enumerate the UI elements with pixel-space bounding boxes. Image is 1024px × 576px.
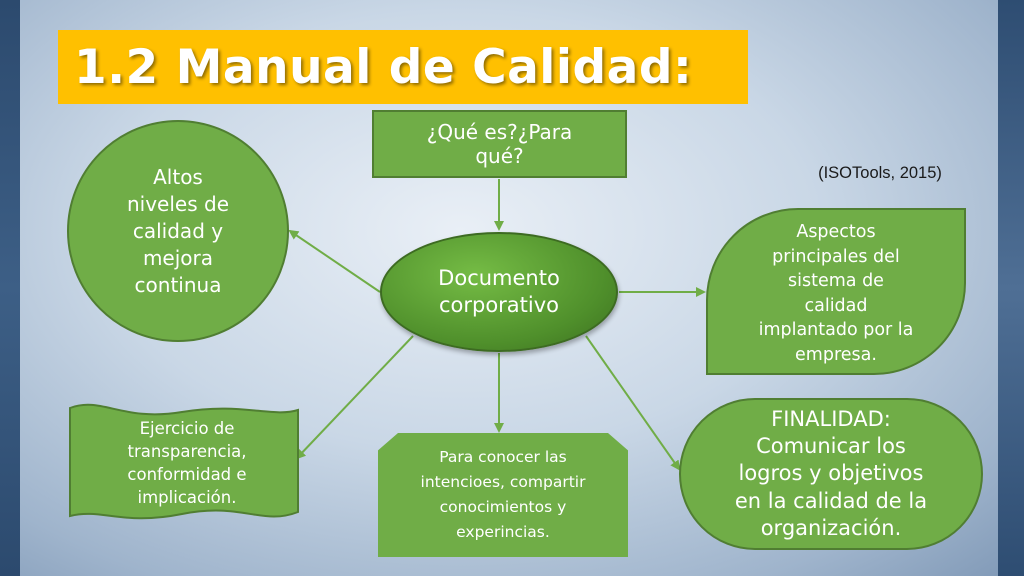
main-aspects-box: Aspectos principales del sistema de cali… [706, 208, 966, 375]
title-banner: 1.2 Manual de Calidad: [58, 30, 748, 104]
left-accent-band [0, 0, 20, 576]
arrow-center-to-right-bottom [585, 335, 681, 471]
quality-levels-text: Altos niveles de calidad y mejora contin… [126, 164, 229, 297]
slide-title: 1.2 Manual de Calidad: [74, 39, 693, 95]
scroll-shape [69, 403, 299, 520]
arrow-center-to-left-bottom [295, 335, 414, 460]
transparency-text: Ejercicio de transparencia, conformidad … [127, 419, 247, 507]
question-text: ¿Qué es?¿Para qué? [426, 120, 573, 168]
transparency-text-wrap: Ejercicio de transparencia, conformidad … [92, 414, 282, 514]
purpose-text: FINALIDAD: Comunicar los logros y objeti… [734, 406, 928, 540]
center-node: Documento corporativo [380, 232, 618, 352]
citation: (ISOTools, 2015) [818, 164, 942, 182]
purpose-box: FINALIDAD: Comunicar los logros y objeti… [679, 398, 983, 550]
arrow-center-to-left-top [288, 229, 381, 293]
quality-levels-circle: Altos niveles de calidad y mejora contin… [67, 120, 289, 342]
knowledge-box: Para conocer las intencioes, compartir c… [378, 433, 628, 557]
center-text: Documento corporativo [438, 265, 560, 317]
question-box: ¿Qué es?¿Para qué? [372, 110, 627, 178]
knowledge-text: Para conocer las intencioes, compartir c… [420, 448, 586, 541]
main-aspects-text: Aspectos principales del sistema de cali… [758, 222, 914, 365]
transparency-scroll: Ejercicio de transparencia, conformidad … [62, 400, 302, 528]
right-accent-band [998, 0, 1024, 576]
